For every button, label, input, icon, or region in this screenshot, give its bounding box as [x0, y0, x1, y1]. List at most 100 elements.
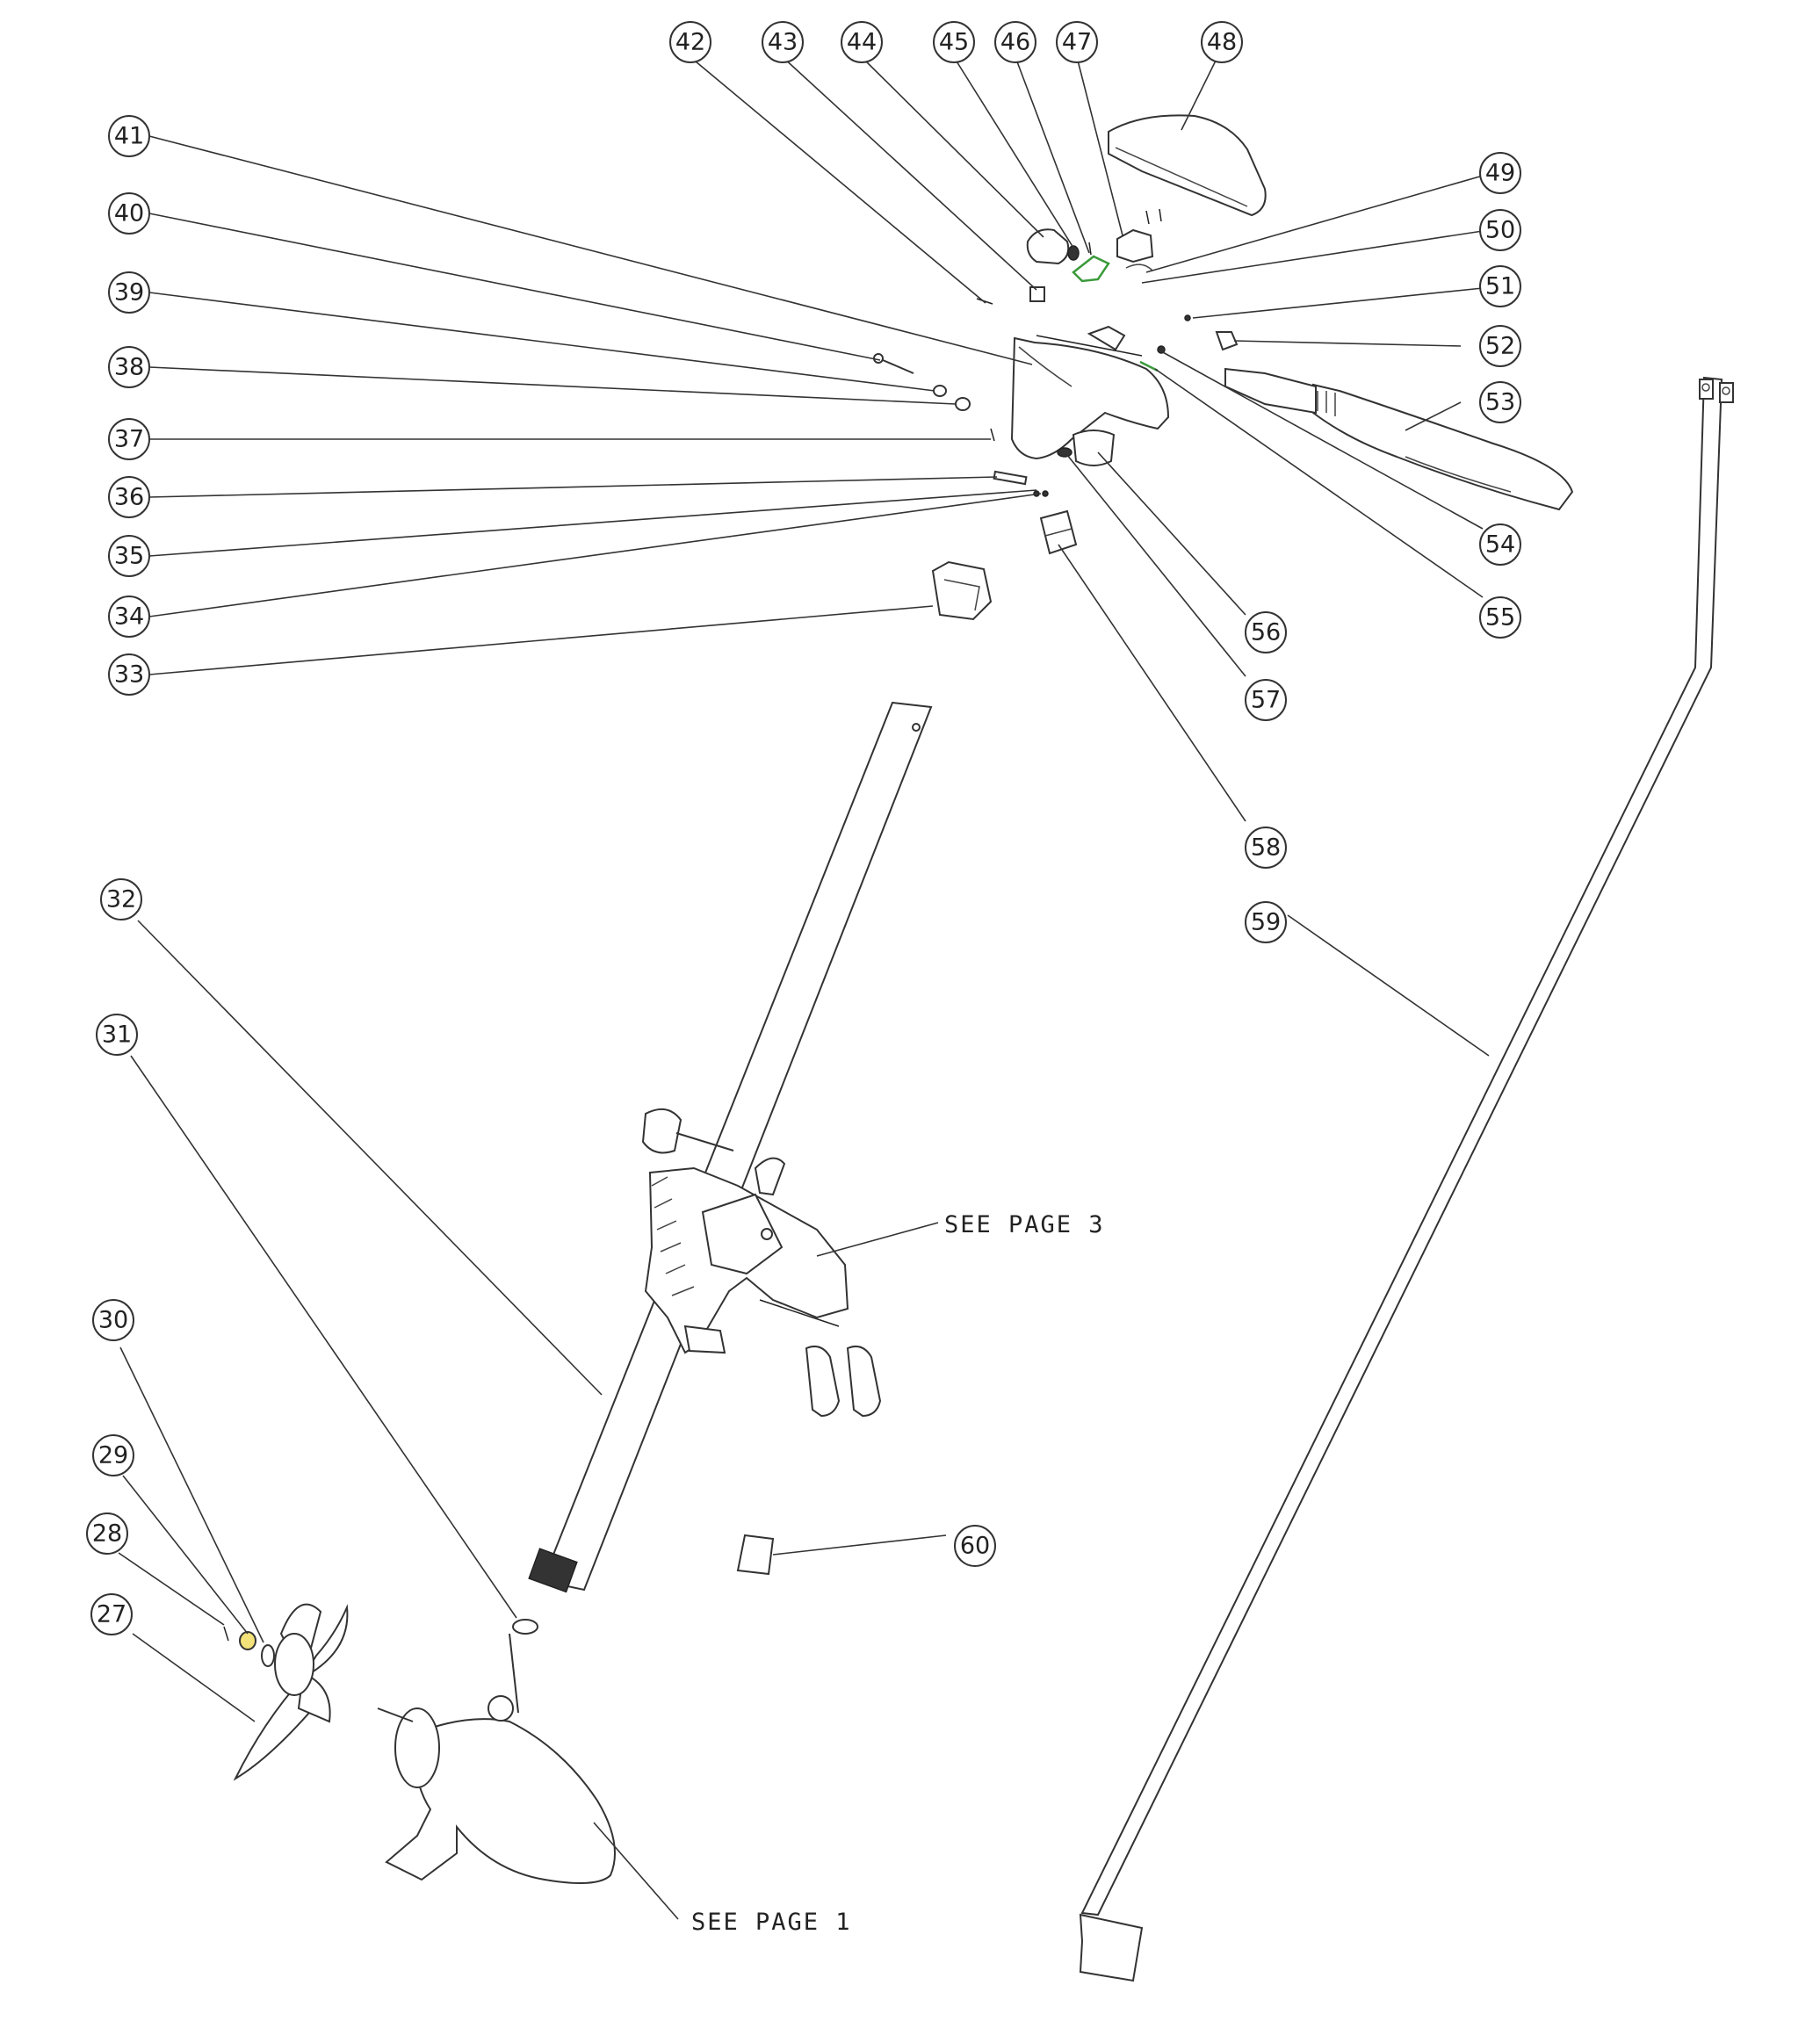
- callout-56: 56: [1245, 611, 1287, 653]
- part-49-50-clip: [1125, 263, 1153, 271]
- callout-29: 29: [92, 1434, 134, 1476]
- callout-47: 47: [1056, 21, 1098, 63]
- part-58-coupler: [1039, 509, 1078, 555]
- part-43-block: [1029, 286, 1045, 302]
- callout-44: 44: [841, 21, 883, 63]
- part-38-nut: [955, 397, 971, 411]
- part-27-propeller: [233, 1603, 349, 1781]
- svg-text:55: 55: [1485, 604, 1515, 632]
- callout-28: 28: [86, 1512, 128, 1555]
- callout-42: 42: [669, 21, 711, 63]
- callout-38: 38: [108, 346, 150, 388]
- part-57-clip: [1057, 447, 1072, 458]
- svg-text:47: 47: [1062, 29, 1092, 56]
- svg-text:29: 29: [98, 1442, 128, 1469]
- callout-39: 39: [108, 271, 150, 314]
- part-32-shaft: [528, 701, 933, 1593]
- svg-text:48: 48: [1207, 29, 1237, 56]
- callout-33: 33: [108, 653, 150, 696]
- part-60-label: [736, 1534, 775, 1576]
- part-52-plug: [1215, 331, 1239, 351]
- callout-46: 46: [994, 21, 1036, 63]
- part-53-tiller-handle: [1224, 367, 1574, 511]
- part-30-washer: [261, 1644, 275, 1667]
- callout-27: 27: [90, 1593, 133, 1635]
- part-59-cable: [1079, 376, 1734, 1982]
- svg-text:50: 50: [1485, 217, 1515, 244]
- part-36-pin: [993, 470, 1028, 486]
- svg-text:31: 31: [102, 1022, 132, 1049]
- svg-text:44: 44: [847, 29, 877, 56]
- svg-text:39: 39: [114, 279, 144, 307]
- callout-54: 54: [1479, 523, 1521, 566]
- part-54-spring: [1139, 360, 1159, 372]
- svg-text:43: 43: [768, 29, 798, 56]
- svg-text:37: 37: [114, 426, 144, 453]
- note-see-page-3: SEE PAGE 3: [944, 1211, 1105, 1238]
- svg-text:38: 38: [114, 354, 144, 381]
- callout-35: 35: [108, 535, 150, 577]
- svg-text:42: 42: [675, 29, 705, 56]
- part-28-pin: [223, 1626, 229, 1642]
- svg-text:35: 35: [114, 543, 144, 570]
- part-55-screw: [1157, 345, 1166, 354]
- svg-text:27: 27: [97, 1601, 126, 1628]
- svg-text:54: 54: [1485, 531, 1515, 559]
- part-44-switch-cap: [1026, 228, 1070, 265]
- svg-text:59: 59: [1251, 909, 1281, 936]
- part-37-screw: [990, 428, 995, 442]
- svg-text:46: 46: [1000, 29, 1030, 56]
- svg-text:52: 52: [1485, 333, 1515, 360]
- callout-36: 36: [108, 476, 150, 518]
- svg-text:57: 57: [1251, 687, 1281, 714]
- part-29-nut: [239, 1631, 256, 1650]
- svg-text:40: 40: [114, 200, 144, 227]
- part-47-housing: [1116, 208, 1162, 263]
- svg-text:30: 30: [98, 1307, 128, 1334]
- callout-40: 40: [108, 192, 150, 235]
- svg-text:49: 49: [1485, 160, 1515, 187]
- svg-text:56: 56: [1251, 619, 1281, 646]
- callout-41: 41: [108, 115, 150, 157]
- note-see-page-1: SEE PAGE 1: [691, 1909, 852, 1936]
- bracket-assembly: [641, 1108, 882, 1418]
- callout-60: 60: [954, 1525, 996, 1567]
- svg-text:33: 33: [114, 661, 144, 689]
- callout-43: 43: [762, 21, 804, 63]
- leader-lines: [118, 56, 1490, 1920]
- part-39-washer: [933, 385, 947, 397]
- callout-32: 32: [100, 878, 142, 920]
- callout-58: 58: [1245, 827, 1287, 869]
- callout-55: 55: [1479, 596, 1521, 639]
- part-48-top-cover: [1108, 114, 1267, 217]
- callout-37: 37: [108, 418, 150, 460]
- part-45-ring: [1067, 245, 1080, 261]
- svg-text:53: 53: [1485, 389, 1515, 416]
- svg-text:45: 45: [939, 29, 969, 56]
- part-41-head-housing: [1010, 325, 1170, 460]
- callout-53: 53: [1479, 381, 1521, 423]
- callout-57: 57: [1245, 679, 1287, 721]
- callout-45: 45: [933, 21, 975, 63]
- svg-text:28: 28: [92, 1520, 122, 1548]
- callout-31: 31: [96, 1014, 138, 1056]
- svg-text:36: 36: [114, 484, 144, 511]
- part-56-collar: [1072, 430, 1116, 466]
- callout-51: 51: [1479, 265, 1521, 307]
- lower-unit: [377, 1619, 616, 1884]
- part-40-bolt: [873, 353, 914, 374]
- callout-50: 50: [1479, 209, 1521, 251]
- callout-34: 34: [108, 596, 150, 638]
- svg-text:32: 32: [106, 886, 136, 913]
- callout-52: 52: [1479, 325, 1521, 367]
- svg-text:51: 51: [1485, 273, 1515, 300]
- svg-text:58: 58: [1251, 834, 1281, 862]
- callout-48: 48: [1201, 21, 1243, 63]
- part-42-wire: [976, 298, 993, 305]
- part-46-circuit: [1072, 242, 1110, 283]
- part-33-bracket: [931, 560, 993, 621]
- callout-59: 59: [1245, 901, 1287, 943]
- callout-49: 49: [1479, 152, 1521, 194]
- svg-text:60: 60: [960, 1533, 990, 1560]
